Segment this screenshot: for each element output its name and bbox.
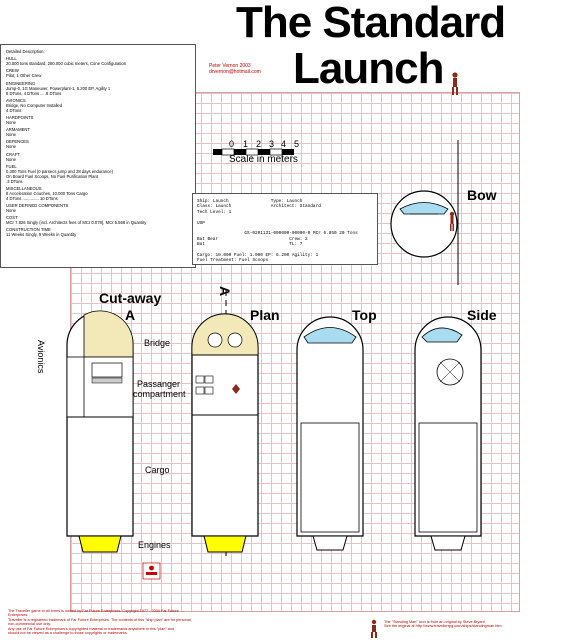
bow-view — [390, 140, 459, 285]
engines-label: Engines — [138, 540, 171, 550]
description-section-label: DEFENCES — [6, 139, 29, 145]
description-section-label: HARDPOINTS — [6, 114, 34, 120]
top-label: Top — [352, 307, 377, 323]
cutaway-a-label: A — [125, 307, 136, 323]
description-line: On Board Fuel Scoops, No Fuel Purificati… — [6, 173, 98, 179]
description-line: Pilot, 1 Other Crew — [6, 73, 42, 79]
description-section-label: HULL — [6, 56, 17, 62]
description-section-label: MISCELLANEOUS — [6, 185, 42, 191]
avionics-label: Avionics — [36, 340, 46, 374]
footer-line: should not be viewed as a challenge to t… — [8, 631, 128, 636]
description-section-label: CONSTRUCTION TIME — [6, 227, 51, 233]
description-section-label: ARMAMENT — [6, 127, 30, 133]
author-email: drvernon@hotmail.com — [209, 69, 261, 75]
description-line: None — [6, 156, 17, 162]
description-line: 11 Weeks Singly, 9 Weeks in Quantity — [6, 232, 77, 238]
bow-label: Bow — [467, 187, 497, 203]
person-icon — [232, 384, 240, 394]
footer-line: Any use of Far Future Enterprises's copy… — [8, 626, 175, 631]
description-section-label: CRAFT — [6, 151, 20, 157]
description-section-label: COST — [6, 215, 18, 221]
description-line: 4 DTons — [6, 107, 22, 113]
cargo-label: Cargo — [145, 465, 170, 475]
section-marker: A — [217, 285, 234, 297]
scale-tick: 3 — [269, 139, 275, 149]
description-line: None — [6, 208, 17, 214]
standing-man-icon — [371, 619, 377, 638]
top-view — [296, 316, 364, 551]
title-line-1: The Standard — [236, 0, 506, 47]
author-credit: Peter Vernon 2003 drvernon@hotmail.com — [209, 63, 261, 75]
description-line: Jump-0, 1G Maneuver, Powerplant-1, 6.200… — [6, 85, 111, 91]
description-line: 8 DTons, 4 DTons ... .8 DTons — [6, 90, 62, 96]
author-name: Peter Vernon 2003 — [209, 63, 251, 69]
stats-line: GS-0201131-000000-00000-0 MCr 6.850 20 T… — [197, 231, 358, 237]
title-line-2: Launch — [293, 44, 444, 93]
description-line: None — [6, 119, 17, 125]
passenger-label-2: compartment — [133, 389, 186, 399]
footer-line: See the original at http://www.traveller… — [384, 624, 502, 629]
plan-label: Plan — [250, 307, 280, 323]
stats-line: Class: Launch Architect: Standard — [197, 204, 321, 210]
copyright-footer: The Traveller game in all forms is owned… — [8, 609, 198, 635]
stats-line: Bat TL: 7 — [197, 242, 303, 248]
footer-line: The "Standing Man" icon is from an origi… — [384, 620, 486, 624]
scale-tick: 1 — [243, 139, 249, 149]
stats-line: Tech Level: 1 — [197, 209, 232, 215]
description-line: 20.000 tons standard, 280.000 cubic mete… — [6, 61, 127, 67]
description-line: Bridge, No Computer Installed — [6, 102, 63, 108]
side-view — [414, 316, 482, 551]
stats-line: USP — [197, 220, 205, 226]
icon-credit-footer: The "Standing Man" icon is from an origi… — [384, 620, 574, 629]
description-line: .3 DTons — [6, 178, 23, 184]
stats-line: Cargo: 10.000 Fuel: 1.000 EP: 6.200 Agil… — [197, 253, 319, 259]
stats-line: Bat Bear Crew: 2 — [197, 236, 308, 242]
description-section-label: AVIONICS — [6, 97, 26, 103]
stats-line — [197, 264, 373, 265]
traveller-logo — [142, 562, 161, 580]
plan-view — [191, 313, 259, 553]
cutaway-view — [66, 310, 134, 553]
description-line: 8 Acceleration Couches, 10.000 Tons Carg… — [6, 190, 88, 196]
standing-man-icon — [452, 72, 458, 95]
description-section-label: CREW — [6, 68, 19, 74]
standing-man-icon — [449, 211, 455, 231]
description-line: 0.300 Tons Fuel (0 parsecs jump and 28 d… — [6, 168, 114, 174]
scale-tick: 4 — [281, 139, 287, 149]
scale-tick: 5 — [294, 139, 300, 149]
scale-tick: 2 — [256, 139, 262, 149]
description-section-label: ENGINEERING — [6, 80, 36, 86]
footer-line: Traveller is a registered trademark of F… — [8, 617, 192, 627]
scale-label: Scale in meters — [229, 154, 298, 165]
cutaway-label: Cut-away — [99, 290, 162, 306]
stats-line: Fuel Treatment: Fuel Scoops — [197, 258, 269, 264]
description-section-label: FUEL — [6, 163, 17, 169]
passenger-label-1: Passanger — [137, 379, 181, 389]
bridge-label: Bridge — [144, 338, 171, 348]
description-line: None — [6, 144, 17, 150]
scale-blocks — [213, 148, 294, 156]
description-heading: Detailed Description: — [6, 49, 45, 54]
scale-tick: 0 — [229, 139, 235, 149]
description-line: 4 DTons .............. 10 DTons — [6, 195, 58, 201]
side-label: Side — [467, 307, 497, 323]
description-line: MCr 7.826 Singly (incl. Architects fees … — [6, 220, 147, 226]
description-line: None — [6, 132, 17, 138]
description-section-label: USER DEFINED COMPONENTS — [6, 203, 69, 209]
stats-line: Ship: Launch Type: Launch — [197, 199, 303, 204]
footer-line: The Traveller game in all forms is owned… — [8, 609, 179, 618]
